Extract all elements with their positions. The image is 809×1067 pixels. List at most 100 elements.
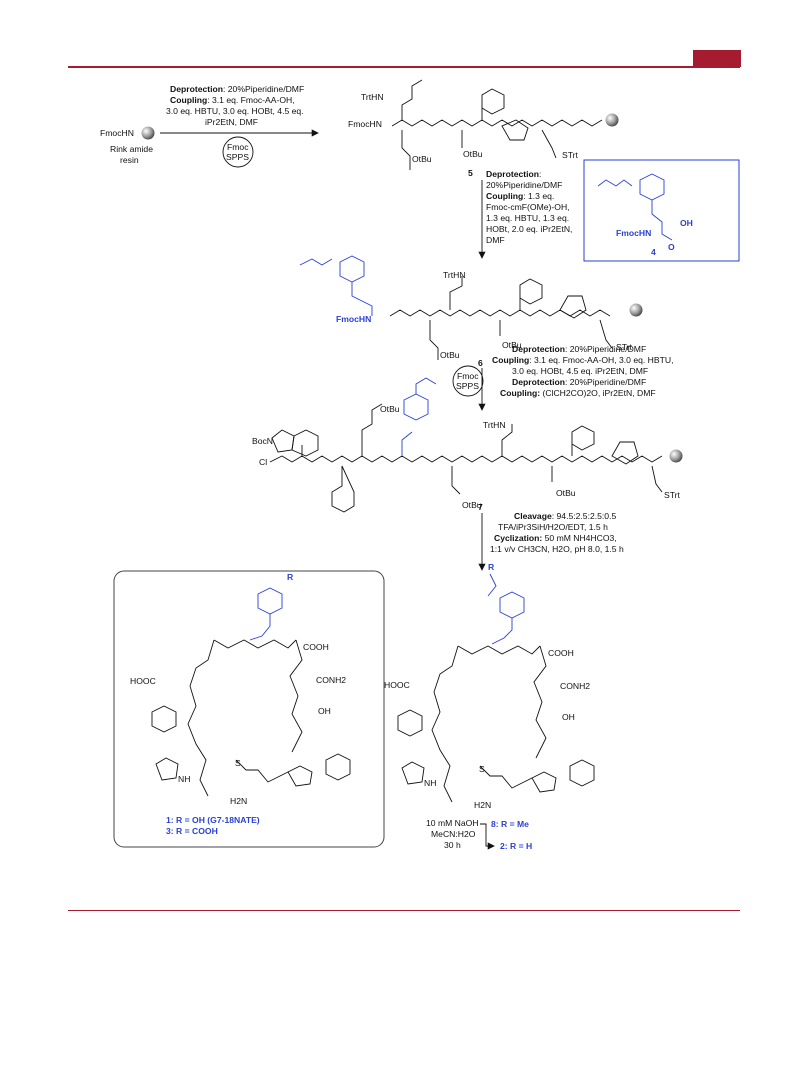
- prodr-hooc: HOOC: [384, 680, 410, 690]
- c7-otbu2: OtBu: [556, 488, 576, 498]
- prodr-bridge: [479, 765, 533, 789]
- boxl-left-chain1: [189, 639, 215, 687]
- c5-phe-ring: [481, 88, 505, 120]
- step1-line1: Deprotection: 20%Piperidine/DMF: [170, 84, 304, 94]
- c5-otbu2: OtBu: [463, 149, 483, 159]
- c7-cmf-ester: [415, 377, 437, 394]
- c6-trthn: TrtHN: [443, 270, 466, 280]
- step3-cycle-bottom: SPPS: [456, 381, 479, 391]
- step3-conditions: Fmoc SPPS Deprotection: 20%Piperidine/DM…: [452, 344, 673, 411]
- c7-cmf-ring: [403, 393, 429, 421]
- c6-resin-bead: [629, 303, 643, 317]
- c5-trthn: TrtHN: [361, 92, 384, 102]
- boxl-ring: [257, 587, 283, 615]
- prodr-h2n: H2N: [474, 800, 491, 810]
- start-fmochn-label: FmocHN: [100, 128, 134, 138]
- step3-line5: Coupling: (ClCH2CO)2O, iPr2EtN, DMF: [500, 388, 656, 398]
- prodr-ester: [487, 573, 497, 597]
- prodr-ring: [499, 591, 525, 619]
- c6-chain: [351, 282, 373, 316]
- c7-indole-6ring: [291, 429, 319, 457]
- prodr-r: R: [488, 562, 495, 572]
- c5-otbu1: OtBu: [412, 154, 432, 164]
- boxl-nh: NH: [178, 774, 190, 784]
- c6-phe-ring: [519, 278, 543, 310]
- boxl-r: R: [287, 572, 294, 582]
- start-material: FmocHN Rink amide resin: [100, 126, 155, 165]
- footer-rule: [68, 910, 740, 911]
- boxl-indole-5: [155, 757, 179, 781]
- step1-line3: 3.0 eq. HBTU, 3.0 eq. HOBt, 4.5 eq.: [166, 106, 304, 116]
- resin-bead: [141, 126, 155, 140]
- compound-5: FmocHN TrtHN OtBu OtBu STrt 5: [348, 79, 619, 178]
- c5-backbone: [391, 119, 603, 127]
- c6-pro-ring: [559, 295, 587, 319]
- step2-line4: Fmoc-cmF(OMe)-OH,: [486, 202, 570, 212]
- c7-bocn: BocN: [252, 436, 273, 446]
- c4-oh: OH: [680, 218, 693, 228]
- step2-line7: DMF: [486, 235, 505, 245]
- c4-chain: [651, 200, 673, 241]
- prodr-link: [491, 618, 513, 645]
- boxl-hooc: HOOC: [130, 676, 156, 686]
- resin-label-1: Rink amide: [110, 144, 153, 154]
- boxl-left-chain2: [187, 685, 209, 797]
- c5-resin-bead: [605, 113, 619, 127]
- boxl-conh2: CONH2: [316, 675, 346, 685]
- c7-asp-side: [451, 466, 461, 495]
- prodr-cond2: MeCN:H2O: [431, 829, 476, 839]
- c6-strt: STrt: [616, 342, 633, 352]
- c6-asp-side: [429, 320, 439, 360]
- boxl-h2n: H2N: [230, 796, 247, 806]
- step2-line1: Deprotection:: [486, 169, 541, 179]
- c7-phe1-ring: [331, 465, 355, 513]
- step2-line5: 1.3 eq. HBTU, 1.3 eq.: [486, 213, 569, 223]
- boxl-phe2-ring: [325, 753, 351, 781]
- prodr-cond3: 30 h: [444, 840, 461, 850]
- header-tab: [693, 50, 741, 67]
- c6-fmochn: FmocHN: [336, 314, 371, 324]
- prodr-pro-ring: [531, 771, 557, 793]
- step3-line1: Deprotection: 20%Piperidine/DMF: [512, 344, 646, 354]
- resin-label-2: resin: [120, 155, 139, 165]
- prodr-right-chain: [533, 645, 547, 759]
- step2-line6: HOBt, 2.0 eq. iPr2EtN,: [486, 224, 572, 234]
- prodr-conh2: CONH2: [560, 681, 590, 691]
- boxl-pro-ring: [287, 765, 313, 787]
- step3-line3: 3.0 eq. HOBt, 4.5 eq. iPr2EtN, DMF: [512, 366, 648, 376]
- c7-cys-side: [651, 465, 663, 493]
- c6-otbu2: OtBu: [502, 340, 522, 350]
- prodr-s: S: [479, 764, 485, 774]
- boxl-link: [249, 614, 271, 641]
- step4-line3: Cyclization: 50 mM NH4HCO3,: [494, 533, 617, 543]
- step4-line1: Cleavage: 94.5:2.5:2.5:0.5: [514, 511, 616, 521]
- prodr-top-chain: [457, 645, 541, 655]
- boxl-cooh: COOH: [303, 642, 329, 652]
- step2-line2: 20%Piperidine/DMF: [486, 180, 562, 190]
- c5-asp-side: [401, 130, 411, 170]
- c7-strt: STrt: [664, 490, 681, 500]
- prodr-left-chain2: [431, 691, 453, 803]
- prodr-oh: OH: [562, 712, 575, 722]
- c7-pro-ring: [611, 441, 639, 465]
- c7-otbu-top: OtBu: [380, 404, 400, 414]
- boxl-s: S: [235, 758, 241, 768]
- c4-ester: [597, 179, 633, 187]
- compound-4-box: FmocHN OH O 4: [583, 159, 740, 262]
- box-left: R COOH HOOC NH CONH2 OH S H2N 1: R = OH …: [113, 570, 385, 848]
- step3-cycle-top: Fmoc: [457, 371, 479, 381]
- c6-number: 6: [478, 358, 483, 368]
- boxl-top-chain: [213, 639, 297, 649]
- c4-number: 4: [651, 247, 656, 257]
- prodr-phe1-ring: [397, 709, 423, 737]
- step1-cycle-top: Fmoc: [227, 142, 249, 152]
- boxl-right-chain: [289, 639, 303, 753]
- c7-cmf-chain: [401, 431, 413, 456]
- prodr-left-chain1: [433, 645, 459, 693]
- step2-line3: Coupling: 1.3 eq.: [486, 191, 554, 201]
- boxl-caption2: 3: R = COOH: [166, 826, 218, 836]
- prodr-indole-5: [401, 761, 425, 785]
- compound-6: FmocHN TrtHN OtBu OtBu STrt 6: [299, 255, 643, 368]
- step1-line2: Coupling: 3.1 eq. Fmoc-AA-OH,: [170, 95, 295, 105]
- c7-backbone: [269, 455, 663, 463]
